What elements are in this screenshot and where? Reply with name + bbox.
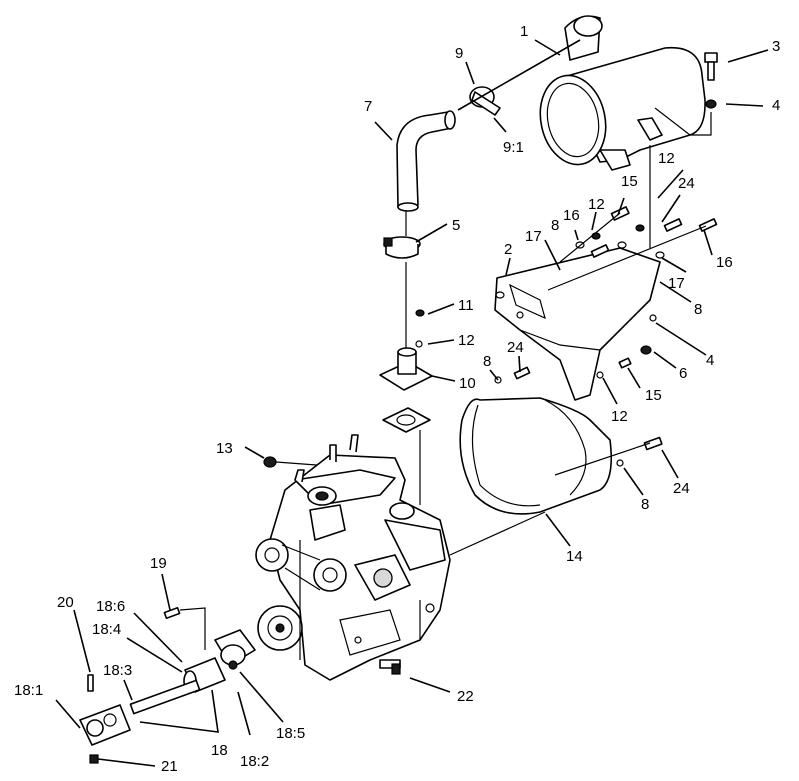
callout-22: 22 [457,688,474,705]
callout-8: 8 [641,496,649,513]
callout-12: 12 [658,150,675,167]
gasket [382,407,431,433]
callout-24: 24 [507,339,524,356]
callout-14: 14 [566,548,583,565]
callout-16: 16 [716,254,733,271]
washer-4-upper [705,99,717,109]
callout-19: 19 [150,555,167,572]
callout-18-5: 18:5 [276,725,305,742]
callout-17: 17 [525,228,542,245]
washer-8-right [616,459,624,467]
bracket-hardware [494,206,718,384]
callout-16: 16 [563,207,580,224]
engine [255,434,451,681]
exhaust-flange-10 [379,347,433,391]
bolt-20 [87,674,94,692]
callout-12: 12 [588,196,605,213]
callout-15: 15 [621,173,638,190]
callout-4: 4 [772,97,780,114]
washer-12-left [415,340,423,348]
bolt-3 [704,52,718,81]
clamp-5 [383,236,421,259]
adapter-housing-14 [459,397,613,515]
callout-4: 4 [706,352,714,369]
callout-24: 24 [678,175,695,192]
bolt-19 [163,606,181,620]
callout-7: 7 [364,98,372,115]
callout-6: 6 [679,365,687,382]
callout-18-6: 18:6 [96,598,125,615]
mounting-bracket-2 [494,247,661,401]
callout-18-2: 18:2 [240,753,269,770]
callout-21: 21 [161,758,178,775]
callout-20: 20 [57,594,74,611]
callout-9-1: 9:1 [503,139,524,156]
callout-18-4: 18:4 [92,621,121,638]
callout-13: 13 [216,440,233,457]
callout-12: 12 [611,408,628,425]
nut-11 [415,309,425,317]
callout-5: 5 [452,217,460,234]
drive-shaft-18 [79,629,256,746]
exhaust-pipe-7 [396,110,456,212]
callout-8: 8 [551,217,559,234]
callout-12: 12 [458,332,475,349]
callout-18-3: 18:3 [103,662,132,679]
callout-18: 18 [211,742,228,759]
callout-8: 8 [694,301,702,318]
callout-9: 9 [455,45,463,62]
nut-13 [263,456,277,468]
callout-1: 1 [520,23,528,40]
callout-8: 8 [483,353,491,370]
callout-3: 3 [772,38,780,55]
bolt-24-right [643,436,663,451]
callout-11: 11 [458,297,474,314]
callout-15: 15 [645,387,662,404]
callout-18-1: 18:1 [14,682,43,699]
callout-17: 17 [668,275,685,292]
leader-lines [55,39,769,767]
nut-21 [89,754,99,764]
callout-24: 24 [673,480,690,497]
callout-10: 10 [459,375,476,392]
drain-plug-22 [379,659,401,675]
muffler [539,15,706,171]
callout-labels: 1 3 4 9 7 9:1 12 24 15 12 16 8 17 2 16 1… [14,23,780,775]
callout-2: 2 [504,241,512,258]
